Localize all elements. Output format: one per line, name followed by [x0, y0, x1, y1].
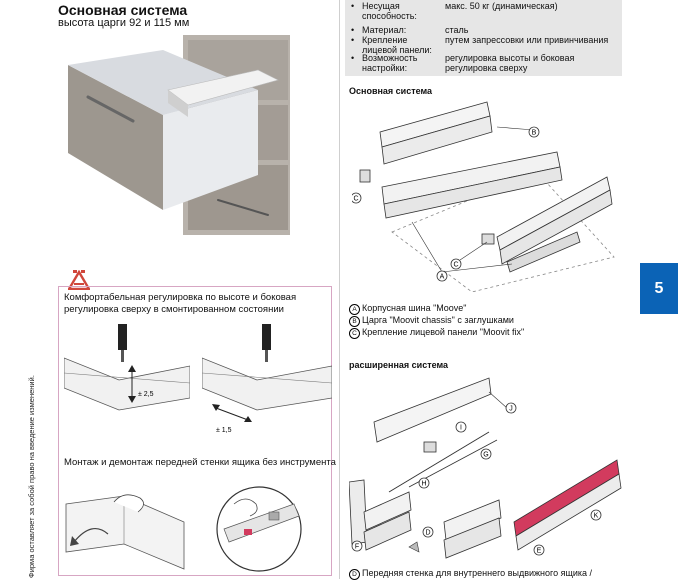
lateral-adjustment-figure: ± 1,5: [202, 324, 332, 434]
basic-system-exploded-diagram: B A C C: [352, 101, 615, 292]
spec-label: Крепление лицевой панели:: [362, 35, 432, 55]
legend-text: Царга "Moovit chassis" с заглушками: [362, 315, 514, 325]
features-box: [58, 286, 332, 576]
spec-value: макс. 50 кг (динамическая): [445, 1, 558, 11]
callout-b: B: [532, 130, 537, 137]
callout-g: G: [483, 452, 488, 459]
adjustment-description: Комфортабельная регулировка по высоте и …: [64, 292, 297, 315]
callout-c: C: [453, 262, 458, 269]
bullet: •: [351, 25, 355, 35]
bullet: •: [351, 1, 355, 11]
lateral-dimension: ± 1,5: [216, 427, 232, 434]
callout-h: H: [421, 481, 426, 488]
extended-system-exploded-diagram: J I G H F K D E: [349, 377, 622, 559]
column-divider: [339, 0, 340, 579]
callout-i: I: [460, 425, 462, 432]
callout-c: C: [353, 196, 358, 203]
callout-a: A: [440, 274, 445, 281]
spec-value: путем запрессовки или привинчивания: [445, 35, 609, 45]
spec-label: Материал:: [362, 25, 407, 35]
legend-letter: A: [349, 304, 360, 315]
legend-letter: C: [349, 328, 360, 339]
page-title: Основная система: [58, 2, 188, 18]
callout-j: J: [509, 406, 513, 413]
basic-system-heading: Основная система: [349, 86, 433, 96]
spec-value: регулировка высоты и боковая регулировка…: [445, 53, 575, 73]
callout-d: D: [425, 530, 430, 537]
legend-letter: B: [349, 316, 360, 327]
spec-label: Возможность настройки:: [362, 53, 418, 73]
spec-label: Несущая способность:: [362, 1, 417, 21]
footnote-letter: D: [349, 569, 360, 580]
page-section-tab[interactable]: 5: [640, 263, 678, 314]
extended-system-heading: расширенная система: [349, 360, 449, 370]
mounting-description: Монтаж и демонтаж передней стенки ящика …: [64, 457, 336, 468]
legend-text: Крепление лицевой панели "Moovit fix": [362, 327, 525, 337]
warning-logo-icon: [68, 270, 90, 290]
bullet: •: [351, 53, 355, 63]
callout-k: K: [594, 513, 599, 520]
front-mounting-figure: [65, 486, 302, 572]
height-adjustment-figure: ± 2,5: [64, 324, 190, 411]
spec-panel: • Несущая способность: макс. 50 кг (дина…: [345, 0, 622, 76]
legal-side-note: Фирма оставляет за собой право на введен…: [27, 375, 36, 578]
legend-text: Корпусная шина "Moove": [362, 303, 467, 313]
height-dimension: ± 2,5: [138, 391, 154, 398]
spec-value: сталь: [445, 25, 469, 35]
callout-f: F: [355, 544, 359, 551]
bullet: •: [351, 35, 355, 45]
callout-e: E: [537, 548, 542, 555]
footnote-text: Передняя стенка для внутреннего выдвижно…: [362, 568, 593, 578]
drawer-photo: [68, 35, 290, 235]
page-subtitle: высота царги 92 и 115 мм: [58, 17, 190, 29]
